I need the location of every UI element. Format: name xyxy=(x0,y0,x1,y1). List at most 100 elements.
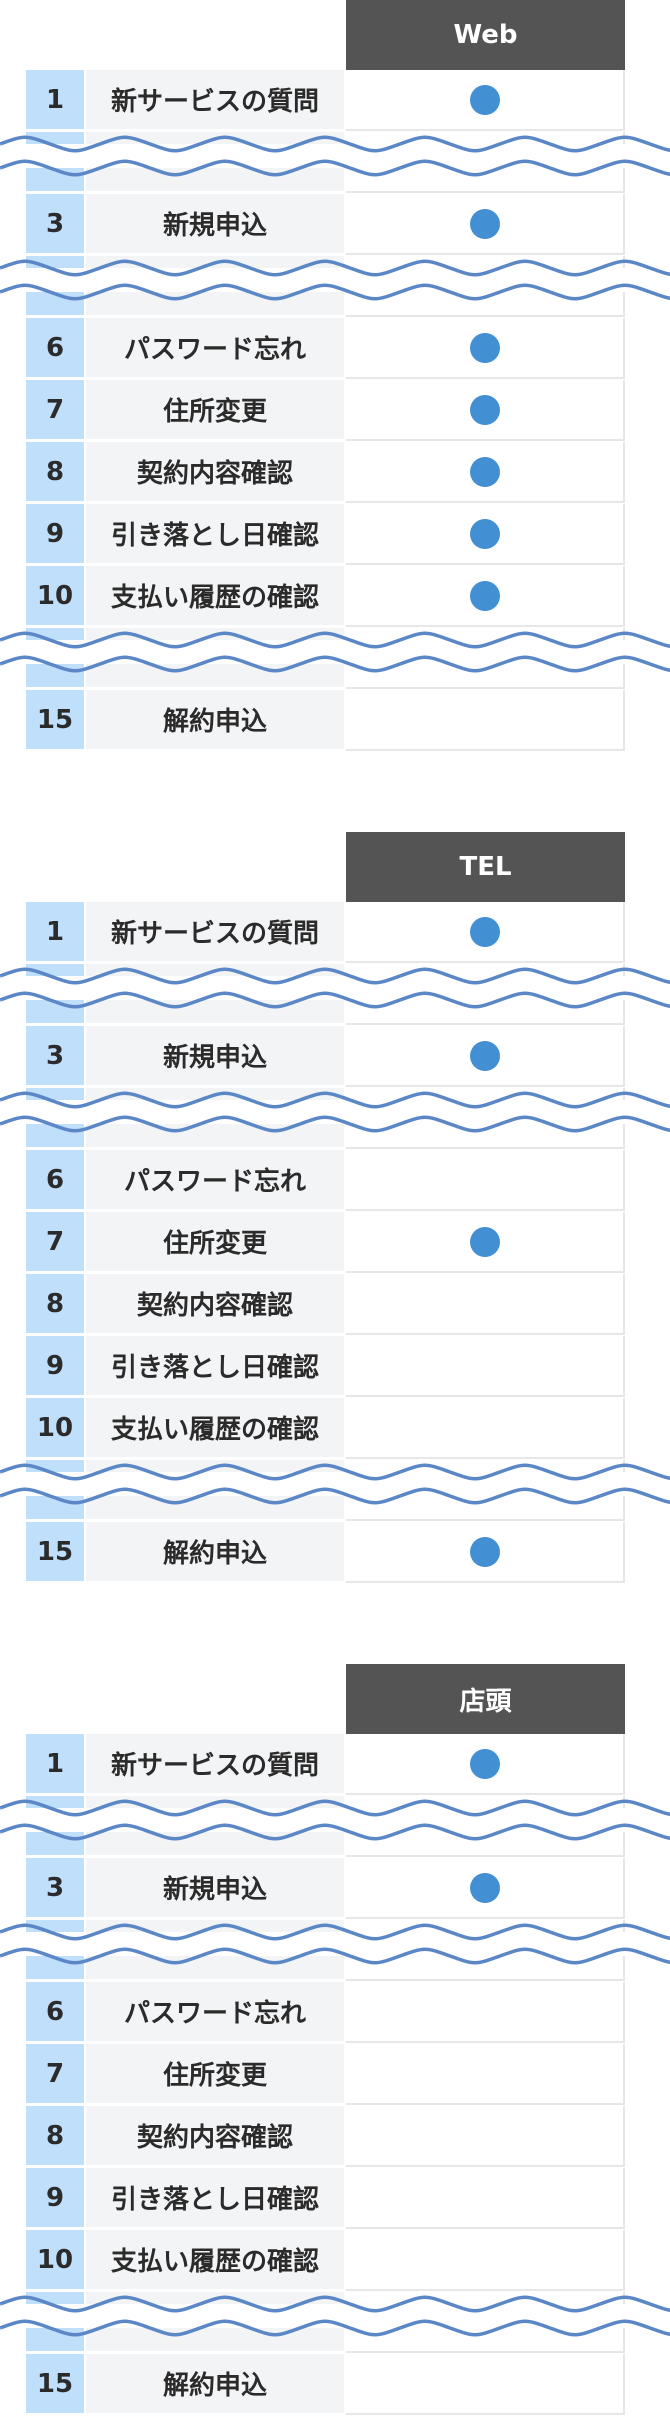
availability-cell xyxy=(346,1734,625,1795)
availability-cell xyxy=(346,566,625,627)
item-label: 住所変更 xyxy=(86,2044,344,2103)
wave-line xyxy=(0,655,670,673)
channel-header: 店頭 xyxy=(346,1664,625,1734)
table-row: 10 支払い履歴の確認 xyxy=(26,566,625,628)
break-wave-icon xyxy=(0,1463,670,1505)
item-label: 支払い履歴の確認 xyxy=(86,1398,344,1457)
available-dot-icon xyxy=(469,1226,500,1257)
availability-cell xyxy=(346,1274,625,1335)
item-label: 新サービスの質問 xyxy=(86,902,344,961)
wave-line xyxy=(0,1923,670,1941)
table-row: 3 新規申込 xyxy=(26,1026,625,1088)
availability-cell xyxy=(346,504,625,565)
item-number: 6 xyxy=(26,1150,84,1209)
break-wave-icon xyxy=(0,1923,670,1965)
item-label: 住所変更 xyxy=(86,1212,344,1271)
wave-line xyxy=(0,1463,670,1481)
table-row: 9 引き落とし日確認 xyxy=(26,1336,625,1398)
item-number: 6 xyxy=(26,1982,84,2041)
available-dot-icon xyxy=(469,580,500,611)
availability-cell xyxy=(346,380,625,441)
wave-line xyxy=(0,1487,670,1505)
item-number: 10 xyxy=(26,566,84,625)
table-row: 1 新サービスの質問 xyxy=(26,902,625,964)
item-number: 10 xyxy=(26,2230,84,2289)
available-dot-icon xyxy=(469,1040,500,1071)
table-row: 15 解約申込 xyxy=(26,1522,625,1584)
table-row: 3 新規申込 xyxy=(26,194,625,256)
table-row: 7 住所変更 xyxy=(26,380,625,442)
wave-line xyxy=(0,135,670,153)
item-label: 新規申込 xyxy=(86,1026,344,1085)
item-number: 6 xyxy=(26,318,84,377)
table-row: 3 新規申込 xyxy=(26,1858,625,1920)
channel-header: TEL xyxy=(346,832,625,902)
item-label: パスワード忘れ xyxy=(86,1982,344,2041)
availability-cell xyxy=(346,318,625,379)
available-dot-icon xyxy=(469,518,500,549)
item-label: 新サービスの質問 xyxy=(86,70,344,129)
item-label: 新サービスの質問 xyxy=(86,1734,344,1793)
item-number: 3 xyxy=(26,1858,84,1917)
availability-cell xyxy=(346,1398,625,1459)
item-label: 解約申込 xyxy=(86,2354,344,2413)
item-label: 支払い履歴の確認 xyxy=(86,566,344,625)
available-dot-icon xyxy=(469,456,500,487)
table-row: 7 住所変更 xyxy=(26,2044,625,2106)
item-number: 1 xyxy=(26,902,84,961)
break-wave-icon xyxy=(0,135,670,177)
table-row: 1 新サービスの質問 xyxy=(26,70,625,132)
availability-cell xyxy=(346,1522,625,1583)
item-number: 15 xyxy=(26,690,84,749)
wave-line xyxy=(0,1091,670,1109)
item-label: 支払い履歴の確認 xyxy=(86,2230,344,2289)
item-number: 10 xyxy=(26,1398,84,1457)
item-label: 解約申込 xyxy=(86,1522,344,1581)
availability-cell xyxy=(346,70,625,131)
item-label: パスワード忘れ xyxy=(86,318,344,377)
item-number: 7 xyxy=(26,2044,84,2103)
break-wave-icon xyxy=(0,631,670,673)
item-label: 住所変更 xyxy=(86,380,344,439)
item-label: 新規申込 xyxy=(86,1858,344,1917)
availability-cell xyxy=(346,442,625,503)
availability-cell xyxy=(346,902,625,963)
available-dot-icon xyxy=(469,916,500,947)
wave-line xyxy=(0,259,670,277)
table-row: 6 パスワード忘れ xyxy=(26,318,625,380)
wave-line xyxy=(0,1115,670,1133)
table-row: 6 パスワード忘れ xyxy=(26,1982,625,2044)
item-number: 8 xyxy=(26,2106,84,2165)
item-number: 9 xyxy=(26,2168,84,2227)
wave-line xyxy=(0,1799,670,1817)
item-number: 15 xyxy=(26,1522,84,1581)
item-label: 契約内容確認 xyxy=(86,2106,344,2165)
availability-cell xyxy=(346,1336,625,1397)
available-dot-icon xyxy=(469,1536,500,1567)
availability-cell xyxy=(346,2354,625,2415)
available-dot-icon xyxy=(469,84,500,115)
item-label: 解約申込 xyxy=(86,690,344,749)
item-number: 3 xyxy=(26,1026,84,1085)
table-row: 1 新サービスの質問 xyxy=(26,1734,625,1796)
wave-line xyxy=(0,283,670,301)
item-label: 契約内容確認 xyxy=(86,442,344,501)
table-row: 10 支払い履歴の確認 xyxy=(26,1398,625,1460)
table-row: 9 引き落とし日確認 xyxy=(26,2168,625,2230)
availability-cell xyxy=(346,690,625,751)
item-number: 8 xyxy=(26,1274,84,1333)
item-label: 引き落とし日確認 xyxy=(86,2168,344,2227)
availability-cell xyxy=(346,1026,625,1087)
available-dot-icon xyxy=(469,1748,500,1779)
availability-cell xyxy=(346,194,625,255)
item-number: 7 xyxy=(26,380,84,439)
wave-line xyxy=(0,2319,670,2337)
availability-cell xyxy=(346,1982,625,2043)
item-number: 15 xyxy=(26,2354,84,2413)
table-row: 15 解約申込 xyxy=(26,690,625,752)
item-label: 引き落とし日確認 xyxy=(86,504,344,563)
break-wave-icon xyxy=(0,967,670,1009)
wave-line xyxy=(0,1823,670,1841)
availability-cell xyxy=(346,2044,625,2105)
break-wave-icon xyxy=(0,259,670,301)
